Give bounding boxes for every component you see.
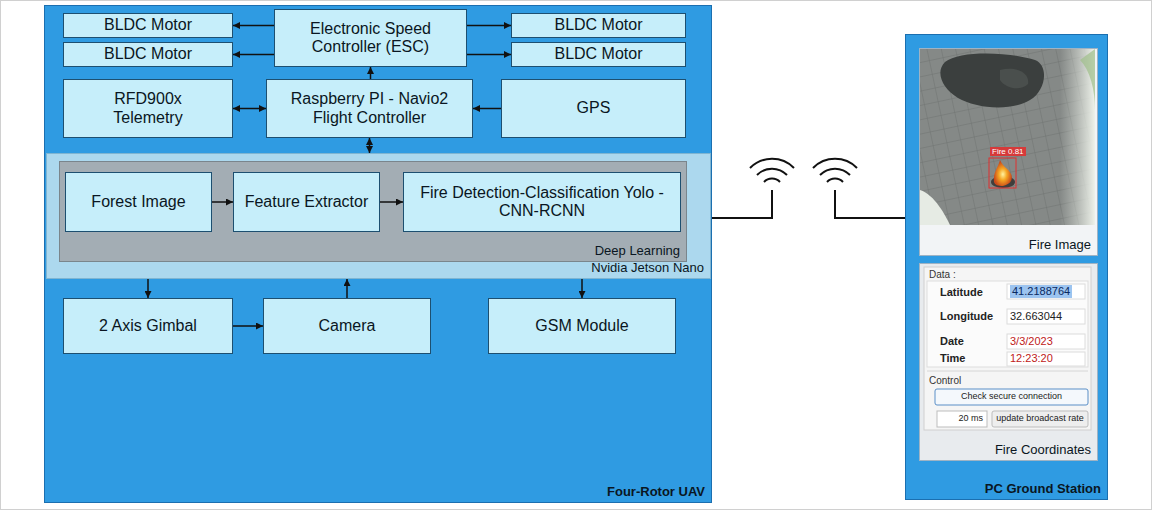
field-label: Date	[940, 335, 964, 348]
field-value: 12:23:20	[1010, 352, 1053, 365]
esc-box: Electronic Speed Controller (ESC)	[274, 9, 467, 67]
connector-arrow	[369, 138, 371, 153]
box-label: Feature Extractor	[245, 193, 369, 211]
box-label: BLDC Motor	[104, 45, 192, 63]
box-label: BLDC Motor	[104, 16, 192, 34]
process-box: Forest Image	[65, 172, 212, 232]
connector-arrow	[233, 108, 266, 110]
connector-arrow	[473, 108, 501, 110]
flight-controller-box: Raspberry PI - Navio2 Flight Controller	[266, 79, 473, 138]
motor-box: BLDC Motor	[63, 13, 233, 38]
panel-label: PC Ground Station	[985, 481, 1101, 496]
button-label: update broadcast rate	[992, 413, 1088, 423]
connector-arrow	[233, 325, 263, 327]
gsm-box: GSM Module	[488, 298, 676, 354]
box-label: Camera	[319, 317, 376, 335]
box-label: BLDC Motor	[554, 16, 642, 34]
data-panel	[924, 267, 1091, 430]
input-value: 20 ms	[937, 413, 983, 423]
connector-arrow	[147, 279, 149, 298]
box-label: Raspberry PI - Navio2 Flight Controller	[272, 90, 467, 127]
box-label: 2 Axis Gimbal	[99, 317, 197, 335]
connector-arrow	[233, 25, 274, 27]
box-label: GSM Module	[535, 317, 628, 335]
panel-label: Deep Learning	[595, 243, 680, 258]
motor-box: BLDC Motor	[511, 13, 686, 38]
panel-label: Four-Rotor UAV	[607, 484, 705, 499]
panel-label: Fire Coordinates	[995, 442, 1091, 457]
process-box: Feature Extractor	[233, 172, 380, 232]
connector-arrow	[467, 25, 511, 27]
telemetry-box: RFD900x Telemetry	[63, 79, 233, 138]
connector-arrow	[380, 201, 403, 203]
panel-label: Nvidia Jetson Nano	[591, 260, 704, 275]
field-label: Time	[940, 352, 965, 365]
field-value: 3/3/2023	[1010, 335, 1053, 348]
camera-box: Camera	[263, 298, 431, 354]
button-label: Check secure connection	[935, 391, 1088, 401]
box-label: Forest Image	[91, 193, 185, 211]
connector-arrow	[467, 54, 511, 56]
box-label: RFD900x Telemetry	[93, 90, 203, 127]
jetson-band: Nvidia Jetson Nano Deep Learning Forest Im…	[46, 153, 711, 279]
connector-arrow	[346, 279, 348, 298]
motor-box: BLDC Motor	[63, 42, 233, 67]
motor-box: BLDC Motor	[511, 42, 686, 67]
fire-photo	[920, 49, 1095, 225]
connector-arrow	[212, 201, 233, 203]
wireless-link	[712, 159, 905, 218]
panel-label: Fire Image	[1029, 237, 1091, 252]
box-label: Electronic Speed Controller (ESC)	[281, 20, 461, 57]
section-label: Data :	[929, 269, 956, 281]
field-value: 32.663044	[1010, 310, 1062, 323]
field-label: Longitude	[940, 310, 993, 323]
box-label: GPS	[577, 99, 611, 117]
box-label: BLDC Motor	[554, 45, 642, 63]
process-box: Fire Detection-Classification Yolo - CNN…	[403, 172, 681, 232]
field-value: 41.2188764	[1010, 285, 1072, 298]
uav-panel: Four-Rotor UAV BLDC Motor Electronic Speed…	[44, 5, 712, 503]
gimbal-box: 2 Axis Gimbal	[63, 298, 233, 354]
connector-arrow	[581, 279, 583, 298]
detection-tag: Fire 0.81	[990, 147, 1026, 156]
field-label: Latitude	[940, 286, 983, 299]
section-label: Control	[929, 375, 961, 387]
deep-learning-group: Deep Learning Forest Image Feature Extract…	[59, 161, 687, 262]
connector-arrow	[370, 67, 372, 79]
gps-box: GPS	[501, 79, 686, 138]
box-label: Fire Detection-Classification Yolo - CNN…	[417, 184, 667, 221]
connector-arrow	[233, 54, 274, 56]
